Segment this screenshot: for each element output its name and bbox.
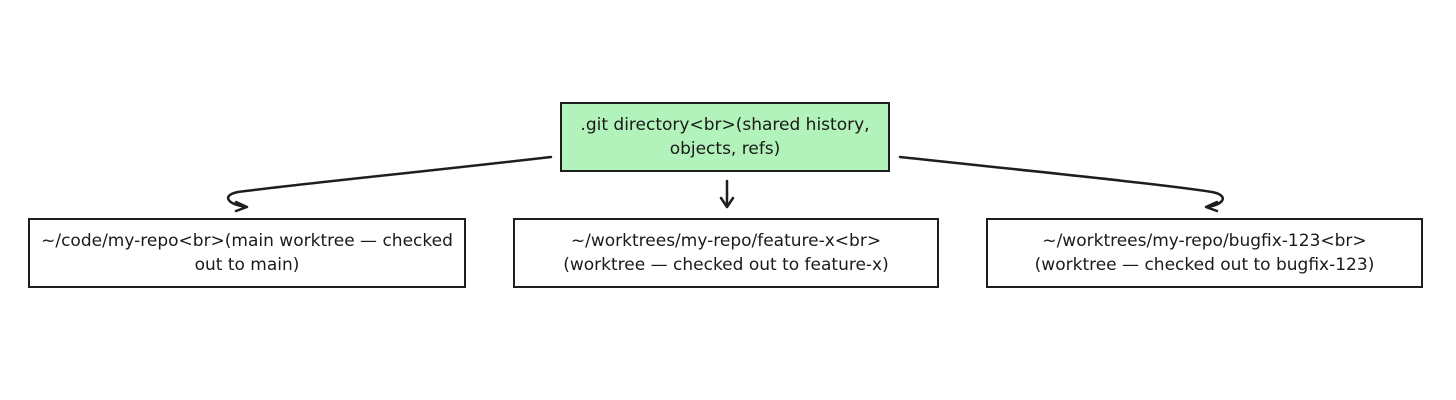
- git-directory-label-line2: objects, refs): [669, 139, 781, 159]
- arrowhead-main: [234, 200, 249, 213]
- git-directory-label-line1: .git directory<br>(shared history,: [580, 115, 870, 135]
- edge-git-to-main: [226, 155, 553, 213]
- edge-git-to-bugfix: [898, 155, 1224, 213]
- feature-worktree-label-line2: (worktree — checked out to feature-x): [563, 255, 889, 275]
- main-worktree-label-line2: out to main): [194, 255, 300, 275]
- main-worktree-node: ~/code/my-repo<br>(main worktree — check…: [28, 218, 466, 288]
- main-worktree-label-line1: ~/code/my-repo<br>(main worktree — check…: [41, 231, 453, 251]
- feature-worktree-label-line1: ~/worktrees/my-repo/feature-x<br>: [570, 231, 882, 251]
- git-directory-node: .git directory<br>(shared history, objec…: [560, 102, 890, 172]
- bugfix-worktree-label-line2: (worktree — checked out to bugfix-123): [1034, 255, 1375, 275]
- bugfix-worktree-node: ~/worktrees/my-repo/bugfix-123<br> (work…: [986, 218, 1423, 288]
- bugfix-worktree-label-line1: ~/worktrees/my-repo/bugfix-123<br>: [1042, 231, 1367, 251]
- feature-worktree-node: ~/worktrees/my-repo/feature-x<br> (workt…: [513, 218, 939, 288]
- edge-git-to-feature: [719, 179, 735, 209]
- arrowhead-bugfix: [1204, 200, 1219, 213]
- arrowhead-feature: [719, 196, 735, 209]
